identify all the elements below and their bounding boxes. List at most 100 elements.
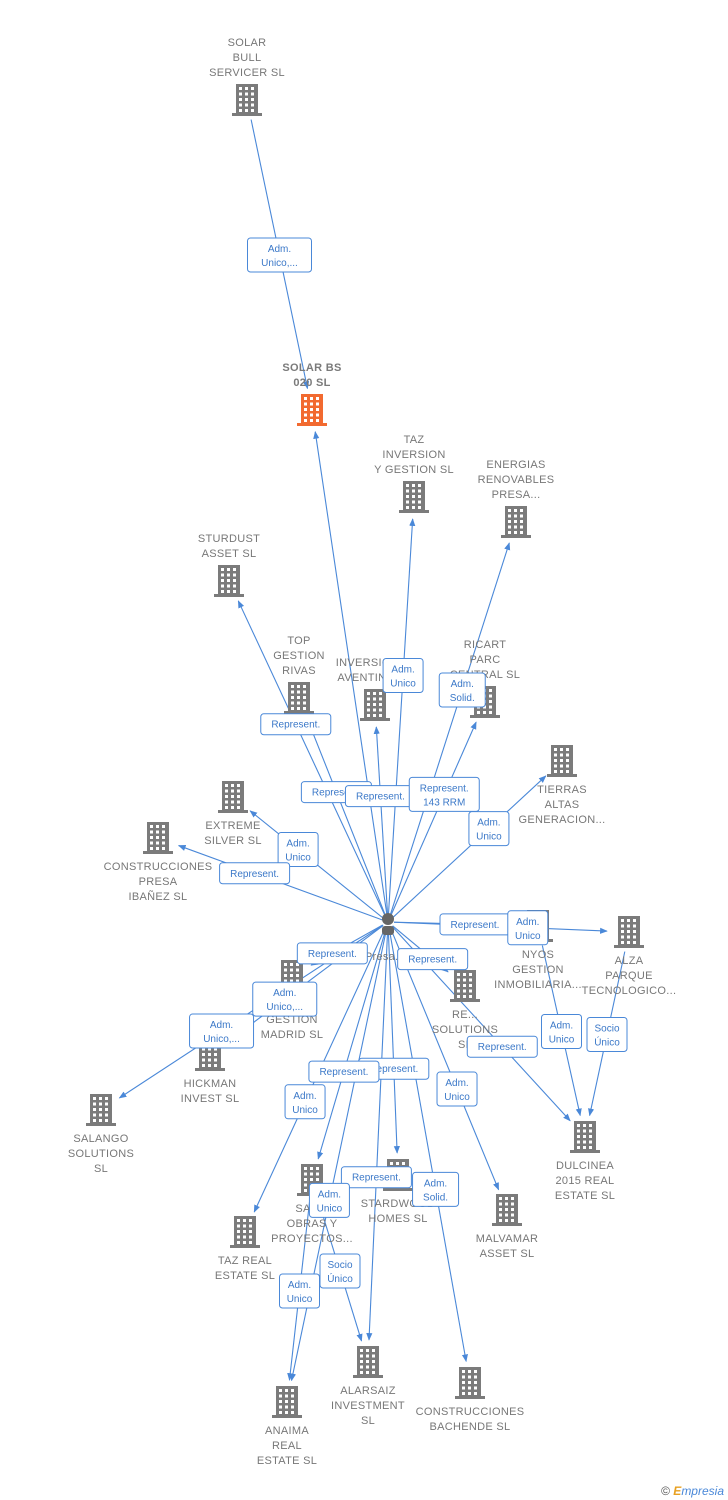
edge-label-person-to-top_madrid[interactable]: Represent.	[296, 942, 368, 965]
company-node-alza[interactable]: ALZAPARQUETECNOLOGICO...	[582, 916, 677, 997]
edge-label-person-to-taz_inv[interactable]: Adm.Unico	[382, 658, 424, 693]
edge-label-person-to-sturdust[interactable]: Represent.	[260, 713, 332, 736]
company-name-line: SOLUTIONS	[432, 1024, 498, 1036]
company-name-line: 020 SL	[293, 377, 330, 389]
edge-label-solar_bull-to-solar_bs[interactable]: Adm.Unico,...	[247, 237, 312, 273]
edge-label-text: Unico	[317, 1203, 343, 1214]
edge-label-text: Represent.	[271, 720, 320, 731]
edge-label-person-to-bachende[interactable]: Adm.Solid.	[412, 1171, 460, 1207]
company-node-tierras[interactable]: TIERRASALTASGENERACION...	[518, 745, 605, 826]
building-icon	[501, 506, 531, 538]
edge-person-to-alarsaiz	[366, 927, 389, 1341]
edge-label-text: Solid.	[450, 693, 475, 704]
edge-label-text: Represent.	[319, 1067, 368, 1078]
copyright-symbol: ©	[661, 1484, 670, 1498]
brand-name[interactable]: mpresia	[681, 1484, 724, 1498]
company-name-line: MADRID SL	[261, 1029, 324, 1041]
edge-person-to-sturdust	[237, 600, 386, 917]
company-name-line: PARQUE	[605, 970, 652, 982]
company-name-line: EXTREME	[205, 820, 260, 832]
edge-label-text: Represent.	[230, 869, 279, 880]
company-name-line: REAL	[272, 1440, 302, 1452]
company-name-line: BACHENDE SL	[430, 1421, 511, 1433]
edge-label-person-to-dulcinea[interactable]: Represent.	[466, 1035, 538, 1058]
edge-label-text: Unico	[390, 679, 416, 690]
edge-label-person-to-construcciones_presa[interactable]: Represent.	[219, 862, 291, 885]
company-name-line: ESTATE SL	[257, 1455, 317, 1467]
company-name-line: Y GESTION SL	[374, 464, 454, 476]
edge-label-person-to-inv_aventino[interactable]: Represent.	[344, 785, 416, 808]
company-name-line: SILVER SL	[204, 835, 262, 847]
company-name-line: TOP	[287, 635, 310, 647]
edge-label-person-to-extreme[interactable]: Adm.Unico	[277, 832, 319, 867]
company-name-line: INMOBILIARIA...	[494, 979, 582, 991]
edge-label-person-to-taz_real[interactable]: Adm.Unico	[284, 1084, 326, 1120]
edge-label-person-to-ricart[interactable]: Represent.143 RRM	[408, 776, 480, 812]
edge-label-person-to-nyos[interactable]: Represent.	[439, 913, 511, 936]
company-name-line: PROYECTOS...	[271, 1233, 353, 1245]
company-name-line: GENERACION...	[518, 814, 605, 826]
edge-label-saiza-to-anaima[interactable]: Adm.Unico	[279, 1273, 320, 1309]
company-name-line: SOLAR	[228, 37, 267, 49]
edge-label-text: Unico	[476, 832, 502, 843]
edge-label-person-to-tierras[interactable]: Adm. Unico	[468, 811, 510, 847]
company-name-line: PRESA	[139, 876, 178, 888]
edge-label-text: Adm.	[477, 818, 500, 829]
company-name-line: IBAÑEZ SL	[129, 890, 188, 903]
edge-label-person-to-salango[interactable]: Adm.Unico,...	[189, 1013, 255, 1049]
edge-label-text: Represent.	[408, 955, 457, 966]
company-node-anaima[interactable]: ANAIMA REAL ESTATE SL	[257, 1386, 317, 1467]
company-name-line: ANAIMA	[265, 1425, 309, 1437]
building-icon	[450, 970, 480, 1002]
edge-label-text: Adm.	[273, 988, 296, 999]
edge-label-text: Represent.	[312, 788, 361, 799]
edge-label-text: Represent.	[420, 783, 469, 794]
building-icon	[360, 689, 390, 721]
building-icon	[614, 916, 644, 948]
edge-label-nyos-to-dulcinea[interactable]: Adm.Unico	[541, 1014, 582, 1049]
company-node-saiza[interactable]: SAIZAOBRAS YPROYECTOS...	[271, 1164, 353, 1245]
edge-label-text: Unico	[444, 1092, 470, 1103]
edge-label-person-to-alarsaiz[interactable]: Represent.	[340, 1166, 412, 1189]
edge-label-person-to-alza[interactable]: Adm.Unico	[507, 910, 549, 946]
building-icon	[214, 565, 244, 597]
edge-label-person-to-energias[interactable]: Adm.Solid.	[438, 672, 486, 708]
company-node-extreme[interactable]: EXTREME SILVER SL	[204, 781, 262, 847]
edge-label-person-to-malvamar[interactable]: Adm.Unico	[436, 1071, 478, 1107]
edge-label-person-to-hickman[interactable]: Adm.Unico,...	[252, 981, 318, 1017]
edge-label-person-to-saiza[interactable]: Represent.	[308, 1060, 380, 1083]
building-icon	[230, 1216, 260, 1248]
edge-label-text: Unico	[515, 931, 541, 942]
edge-label-text: Unico	[285, 853, 311, 864]
building-icon	[86, 1094, 116, 1126]
company-node-energias[interactable]: ENERGIASRENOVABLESPRESA...	[478, 459, 555, 538]
edge-person-to-solar_bs	[313, 430, 388, 917]
brand-initial: E	[673, 1484, 682, 1498]
company-name-line: ALTAS	[545, 799, 580, 811]
company-name-line: SOLUTIONS	[68, 1148, 134, 1160]
edge-label-person-to-anaima[interactable]: Adm.Unico	[308, 1182, 350, 1218]
company-name-line: GESTION	[266, 1014, 318, 1026]
edge-label-person-to-redkin[interactable]: Represent.	[397, 948, 469, 971]
edge-label-text: Represent.	[451, 920, 500, 931]
person-node[interactable]: Presa...	[365, 913, 405, 963]
company-name-line: ASSET SL	[202, 548, 257, 560]
edge-person-to-malvamar	[389, 927, 500, 1191]
edges-layer	[118, 119, 626, 1382]
